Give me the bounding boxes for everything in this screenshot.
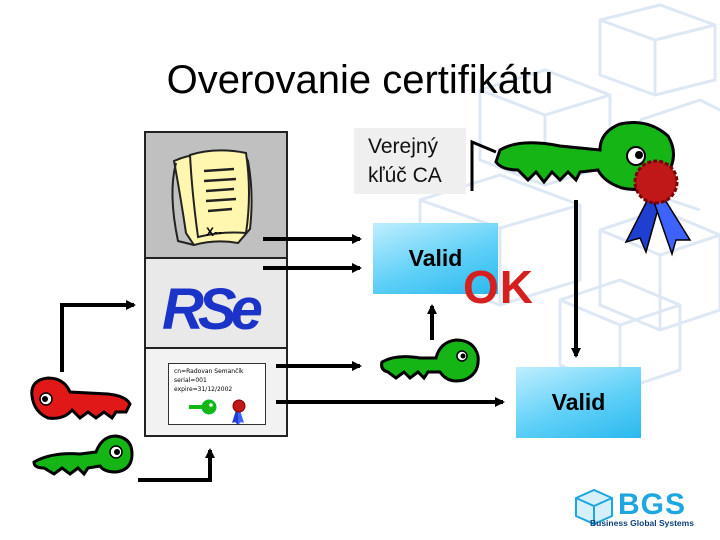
cert-line-serial: serial=001	[174, 377, 207, 384]
slide-title: Overovanie certifikátu	[166, 58, 554, 102]
public-key-label: Verejný kľúč CA	[354, 128, 466, 194]
valid-box-signature: Valid	[373, 223, 498, 294]
bgs-logo-name: BGS	[618, 488, 687, 521]
certificate-panel: cn=Radovan Semančík serial=001 expire=31…	[146, 349, 286, 435]
cert-line-name: cn=Radovan Semančík	[174, 368, 244, 375]
document-panel: X--	[146, 133, 286, 259]
public-key-icon	[32, 434, 134, 477]
mini-key-seal	[189, 399, 246, 424]
private-key-icon	[30, 376, 132, 421]
signature-panel: RSe	[146, 259, 286, 349]
public-key-line-1: Verejný	[368, 135, 439, 158]
cert-line-expire: expire=31/12/2002	[174, 386, 233, 393]
label-pointer-line	[470, 139, 497, 191]
bgs-cube-icon	[575, 488, 613, 526]
verify-key-icon	[380, 338, 480, 383]
arrow-public-key-to-cert	[138, 448, 215, 482]
valid-box-certificate: Valid	[516, 367, 641, 438]
ca-seal-icon	[624, 159, 692, 257]
signature-logo: RSe	[162, 277, 268, 342]
document-mark: X--	[206, 225, 222, 239]
mini-seal-icon	[232, 399, 246, 424]
certificate-stack: X-- RSe cn=Radovan Semančík serial=001 e…	[144, 131, 288, 437]
bgs-logo-tagline: Business Global Systems	[590, 518, 694, 528]
arrows	[60, 139, 581, 482]
signature-text: RSe	[162, 277, 262, 342]
document-scroll-icon: X--	[171, 149, 253, 247]
mini-certificate: cn=Radovan Semančík serial=001 expire=31…	[168, 363, 266, 425]
arrow-private-key-to-signature	[60, 300, 136, 372]
public-key-line-2: kľúč CA	[368, 164, 442, 187]
ok-label: OK	[463, 261, 534, 313]
mini-key-icon	[189, 399, 217, 415]
